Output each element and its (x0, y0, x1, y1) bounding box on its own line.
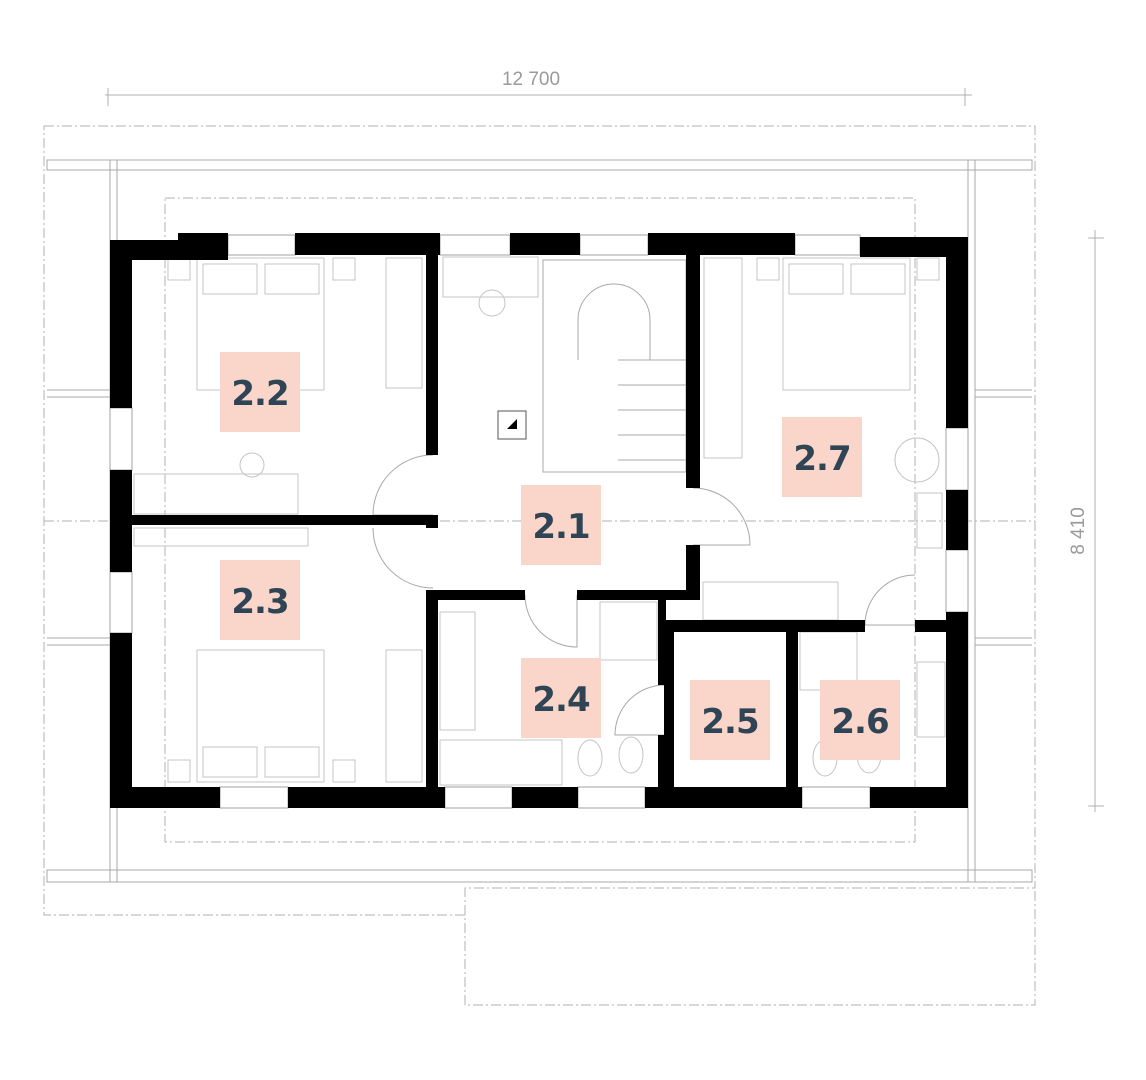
room-label-2-6: 2.6 (820, 680, 900, 760)
width-dimension: 12 700 (105, 69, 972, 106)
depth-dimension-label: 8 410 (1068, 507, 1089, 555)
room-label-2-2: 2.2 (220, 352, 300, 432)
doors (372, 454, 916, 736)
windows (109, 234, 969, 809)
walls (110, 233, 968, 808)
room-label-2-7: 2.7 (782, 417, 862, 497)
svg-text:2.2: 2.2 (231, 374, 288, 414)
room-label-2-1: 2.1 (521, 485, 601, 565)
room-label-2-5: 2.5 (690, 680, 770, 760)
svg-text:2.7: 2.7 (793, 439, 850, 479)
width-dimension-label: 12 700 (502, 69, 560, 90)
svg-text:2.5: 2.5 (701, 702, 758, 742)
room-label-2-4: 2.4 (521, 658, 601, 738)
svg-text:2.6: 2.6 (831, 702, 888, 742)
svg-text:2.1: 2.1 (532, 507, 589, 547)
svg-text:2.4: 2.4 (532, 680, 590, 720)
svg-text:2.3: 2.3 (231, 582, 288, 622)
depth-dimension: 8 410 (1068, 230, 1104, 812)
room-label-2-3: 2.3 (220, 560, 300, 640)
